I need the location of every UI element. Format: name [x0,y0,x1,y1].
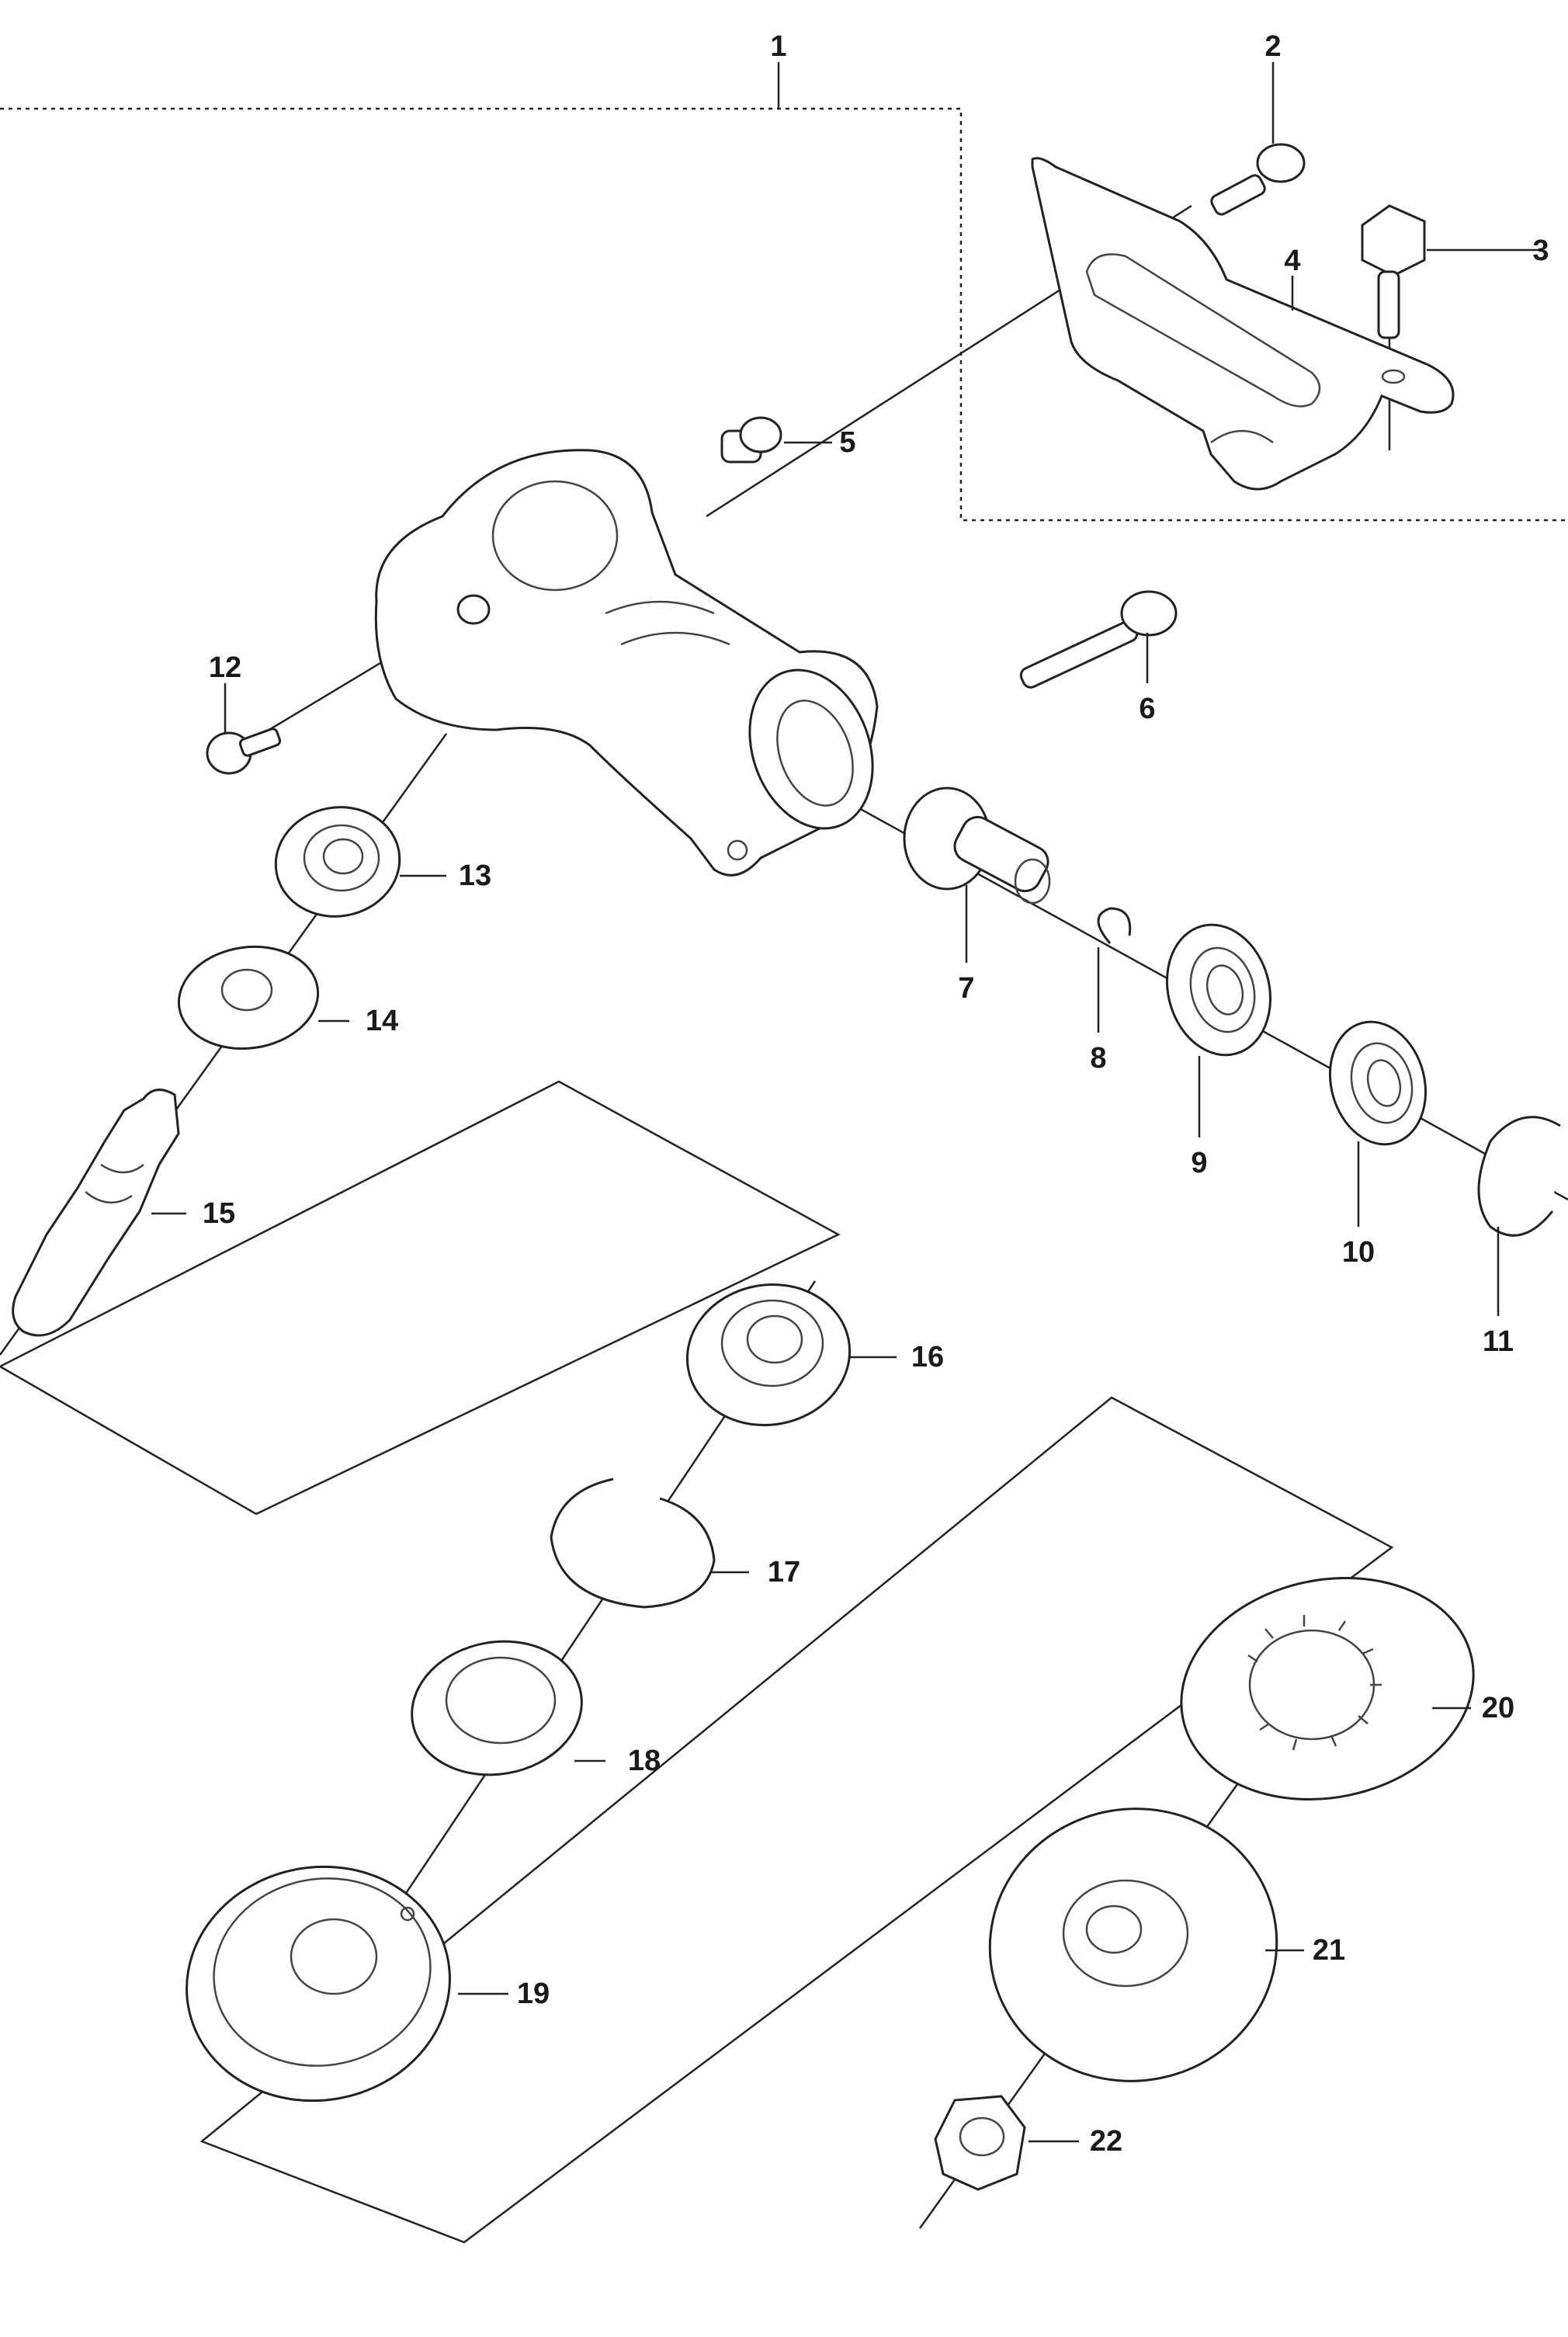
callout-14: 14 [366,1005,398,1037]
part-14-washer [177,945,320,1050]
callout-15: 15 [203,1197,235,1230]
part-8-snap-ring [1097,907,1132,944]
part-22-nut [934,2095,1026,2191]
part-3-pin [1361,204,1426,339]
part-21-disc [988,1807,1278,2082]
part-20-toothed-washer [1180,1576,1475,1801]
callout-2: 2 [1264,30,1281,63]
callout-10: 10 [1342,1236,1375,1269]
callout-19: 19 [517,1978,550,2010]
callout-13: 13 [459,859,491,892]
part-19-cover [186,1865,451,2103]
group-box-bearing-assembly [0,1080,841,1516]
part-17-circlip [550,1478,716,1609]
callout-12: 12 [209,651,241,684]
callout-7: 7 [958,972,974,1005]
part-15-shaft [12,1089,180,1337]
callout-9: 9 [1191,1147,1207,1179]
callout-5: 5 [839,426,855,459]
part-10-bearing [1328,1020,1428,1146]
callout-20: 20 [1482,1692,1514,1724]
callout-22: 22 [1090,2125,1122,2158]
leader-lines [151,62,1541,2143]
group-1-boundary [0,107,1568,522]
part-18-seal [411,1640,583,1776]
part-16-bearing [685,1283,852,1426]
callout-6: 6 [1139,693,1155,725]
part-5-screw [720,416,782,464]
callout-18: 18 [628,1745,661,1777]
callout-3: 3 [1532,234,1549,267]
callout-11: 11 [1483,1325,1514,1358]
part-4-guard-bracket [1031,157,1455,491]
callout-17: 17 [768,1556,800,1589]
callout-8: 8 [1090,1042,1106,1075]
callout-21: 21 [1313,1934,1345,1967]
callout-1: 1 [770,30,786,63]
part-11-circlip [1477,1116,1561,1237]
part-2-screw [1210,143,1306,216]
part-12-screw [206,727,282,775]
callout-4: 4 [1284,245,1300,277]
part-6-bolt [1019,590,1178,689]
group-box-blade-assembly [199,1396,1394,2244]
part-13-bearing [274,806,401,918]
axis-main [744,744,1568,1201]
callout-16: 16 [911,1341,944,1373]
part-7-sleeve [903,787,1051,905]
part-9-bearing [1165,923,1272,1057]
gear-housing [374,449,879,877]
